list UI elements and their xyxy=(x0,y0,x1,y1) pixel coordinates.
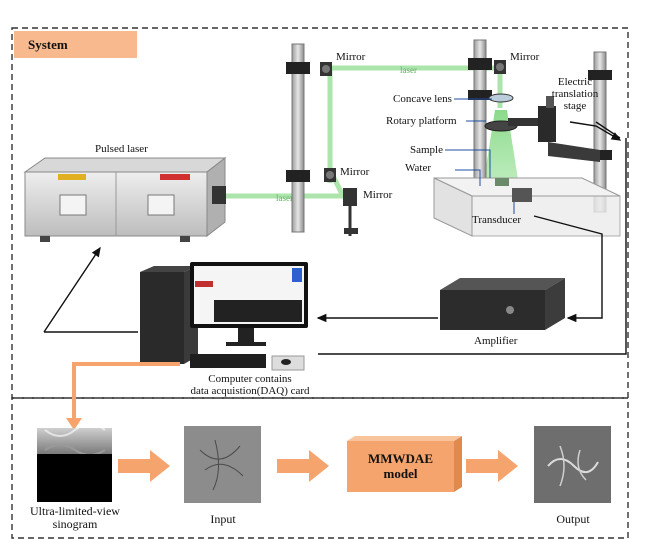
computer xyxy=(140,262,308,371)
arrow-3 xyxy=(466,450,518,482)
mirror-mount-low xyxy=(343,188,358,236)
electric-stage-label-3: stage xyxy=(563,100,587,112)
mirror-mount-top-right xyxy=(494,60,506,74)
arrow-1 xyxy=(118,450,170,482)
computer-label-1: Computer contains xyxy=(208,373,292,385)
sinogram-image xyxy=(37,423,112,502)
arrow-2 xyxy=(277,450,329,482)
concave-lens xyxy=(488,93,514,103)
mirror-top-right-label: Mirror xyxy=(510,51,540,63)
connection-arrows xyxy=(43,121,627,355)
water-tank xyxy=(433,177,621,237)
amplifier-device xyxy=(440,278,565,330)
post-left xyxy=(291,43,305,233)
mirror-top-label: Mirror xyxy=(336,51,366,63)
orange-connector xyxy=(72,362,180,420)
input-label: Input xyxy=(210,512,236,526)
transducer xyxy=(512,188,532,202)
system-label: System xyxy=(14,31,137,58)
sample-label: Sample xyxy=(410,144,443,156)
pulsed-laser-device xyxy=(23,156,227,242)
concave-lens-label: Concave lens xyxy=(393,93,452,105)
annotation-lines xyxy=(445,98,515,214)
pulsed-laser-label: Pulsed laser xyxy=(95,143,148,155)
laser-low-label: laser xyxy=(276,193,293,203)
model-label-1: MMWDAE xyxy=(368,451,433,466)
mirror-mount-top xyxy=(320,62,332,76)
output-image xyxy=(534,426,611,503)
pipeline-frame xyxy=(11,397,629,539)
mirror-mid-label: Mirror xyxy=(340,166,370,178)
mirror-low-label: Mirror xyxy=(363,189,393,201)
electric-stage-label-1: Electric xyxy=(557,76,593,88)
sinogram-label-2: sinogram xyxy=(52,517,98,531)
water-label: Water xyxy=(405,162,431,174)
model-label-2: model xyxy=(383,466,418,481)
laser-top-label: laser xyxy=(400,65,417,75)
amplifier-label: Amplifier xyxy=(474,335,518,347)
sample xyxy=(495,178,509,186)
model-box: MMWDAE model xyxy=(347,441,454,492)
rotary-platform-label: Rotary platform xyxy=(386,115,457,127)
system-frame xyxy=(11,27,629,399)
translation-stage xyxy=(538,96,600,162)
computer-label-2: data acquistion(DAQ) card xyxy=(190,385,310,397)
sinogram-label-1: Ultra-limited-view xyxy=(30,504,120,518)
laser-cone xyxy=(482,110,520,192)
transducer-label: Transducer xyxy=(472,214,522,226)
electric-stage-label-2: translation xyxy=(551,88,599,100)
output-label: Output xyxy=(556,512,590,526)
input-image xyxy=(184,426,261,503)
mirror-mount-mid xyxy=(324,168,336,182)
